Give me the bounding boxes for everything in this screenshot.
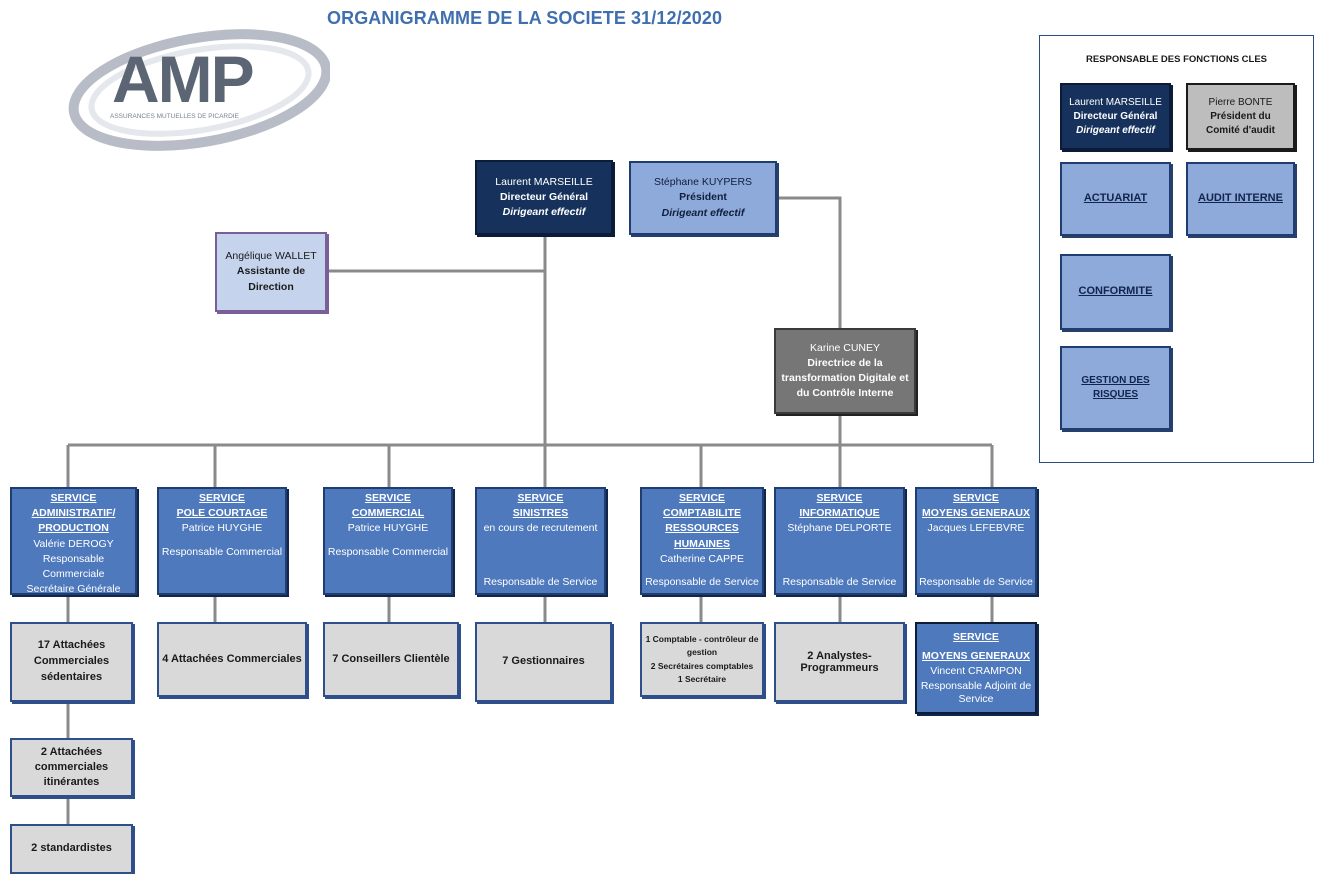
- service-role: Responsable de Service: [782, 575, 897, 588]
- president-box: Stéphane KUYPERS Président Dirigeant eff…: [629, 161, 777, 235]
- dg-role: Directeur Général: [499, 190, 589, 203]
- service-title: SERVICE: [816, 492, 863, 504]
- service-title: SERVICE COMPTABILITE: [663, 492, 741, 520]
- kf-function-label: ACTUARIAT: [1083, 192, 1148, 205]
- team-informatique: 2 Analystes-Programmeurs: [774, 622, 905, 702]
- service-courtage-box: SERVICE POLE COURTAGE Patrice HUYGHE Res…: [157, 487, 287, 595]
- cuney-name: Karine CUNEY: [809, 341, 881, 354]
- service-compta-box: SERVICE COMPTABILITE RESSOURCES HUMAINES…: [640, 487, 764, 595]
- kf-function-label: GESTION DES RISQUES: [1081, 374, 1150, 401]
- service-manager: Catherine CAPPE: [659, 552, 745, 565]
- service-manager: Patrice HUYGHE: [347, 522, 429, 535]
- service-manager: Vincent CRAMPON: [930, 665, 1022, 678]
- kf-conformite-box: CONFORMITE: [1060, 254, 1171, 330]
- service-title: SERVICE: [953, 492, 999, 504]
- service-sinistres-box: SERVICE SINISTRES en cours de recrutemen…: [475, 487, 606, 595]
- service-manager: Patrice HUYGHE: [181, 522, 263, 535]
- service-title: INFORMATIQUE: [799, 507, 880, 520]
- team-admin-itinerantes: 2 Attachées commerciales itinérantes: [10, 738, 133, 797]
- service-moyens-generaux-box: SERVICE MOYENS GENERAUX Jacques LEFEBVRE…: [915, 487, 1037, 595]
- kf-dg-name: Laurent MARSEILLE: [1069, 96, 1162, 108]
- service-title: MOYENS GENERAUX: [922, 507, 1030, 520]
- team-label: 7 Gestionnaires: [502, 655, 585, 668]
- service-role: Responsable de Service: [483, 575, 598, 588]
- service-title: SERVICE: [517, 492, 564, 504]
- service-informatique-box: SERVICE INFORMATIQUE Stéphane DELPORTE R…: [774, 487, 905, 595]
- service-admin-box: SERVICE ADMINISTRATIF/ PRODUCTION Valéri…: [10, 487, 137, 595]
- assistant-role: Assistante de Direction: [236, 265, 306, 293]
- service-role: Responsable de Service: [645, 575, 759, 588]
- service-role: Responsable de Service: [919, 575, 1033, 588]
- service-title: PRODUCTION: [38, 522, 109, 535]
- kf-function-label: AUDIT INTERNE: [1198, 192, 1283, 205]
- team-label: 4 Attachées Commerciales: [162, 652, 302, 665]
- team-label: 17 Attachées Commerciales sédentaires: [33, 639, 110, 683]
- kf-function-label: CONFORMITE: [1078, 285, 1153, 298]
- service-commercial-box: SERVICE COMMERCIAL Patrice HUYGHE Respon…: [323, 487, 453, 595]
- kf-audit-head-box: Pierre BONTE Président du Comité d'audit: [1186, 83, 1295, 150]
- kf-dg-box: Laurent MARSEILLE Directeur Général Diri…: [1060, 83, 1171, 150]
- team-label: 1 Comptable - contrôleur de gestion: [645, 634, 759, 658]
- service-manager: Jacques LEFEBVRE: [927, 522, 1025, 535]
- kf-dg-role2: Dirigeant effectif: [1076, 124, 1155, 136]
- kf-gestion-risques-box: GESTION DES RISQUES: [1060, 346, 1171, 430]
- service-role: Responsable Commercial: [161, 545, 283, 558]
- president-name: Stéphane KUYPERS: [653, 176, 753, 189]
- service-title: COMMERCIAL: [351, 507, 425, 520]
- kf-dg-role: Directeur Général: [1073, 110, 1158, 122]
- service-title: POLE COURTAGE: [176, 507, 268, 520]
- service-manager: Stéphane DELPORTE: [787, 522, 892, 535]
- amp-logo: AMP ASSURANCES MUTUELLES DE PICARDIE: [60, 10, 332, 170]
- service-title: SINISTRES: [512, 507, 569, 520]
- service-title: SERVICE ADMINISTRATIF/: [31, 492, 116, 520]
- kf-audit-head-name: Pierre BONTE: [1208, 96, 1273, 108]
- team-label: 2 Analystes-Programmeurs: [800, 649, 879, 674]
- service-title: RESSOURCES HUMAINES: [665, 522, 739, 550]
- digital-director-box: Karine CUNEY Directrice de la transforma…: [774, 328, 916, 414]
- dg-name: Laurent MARSEILLE: [495, 175, 593, 188]
- assistant-box: Angélique WALLET Assistante de Direction: [215, 232, 327, 312]
- service-title: SERVICE: [365, 492, 411, 504]
- logo-text: AMP: [112, 42, 253, 116]
- team-label: 2 standardistes: [31, 842, 112, 855]
- team-label: 7 Conseillers Clientèle: [332, 652, 450, 665]
- logo-tagline: ASSURANCES MUTUELLES DE PICARDIE: [110, 113, 240, 120]
- team-courtage: 4 Attachées Commerciales: [157, 622, 307, 697]
- team-label: 2 Secrétaires comptables: [650, 660, 754, 671]
- kf-audit-head-role: Président du Comité d'audit: [1205, 110, 1276, 136]
- director-general-box: Laurent MARSEILLE Directeur Général Diri…: [475, 160, 613, 235]
- service-manager: Valérie DEROGY: [33, 537, 114, 550]
- service-role: Responsable Commerciale: [42, 552, 105, 581]
- service-moyens-generaux-adjoint-box: SERVICE MOYENS GENERAUX Vincent CRAMPON …: [915, 622, 1037, 714]
- team-sinistres: 7 Gestionnaires: [475, 622, 612, 702]
- president-role: Président: [679, 191, 727, 204]
- service-role: Secrétaire Générale: [26, 583, 121, 596]
- service-manager: en cours de recrutement: [483, 522, 598, 535]
- kf-actuariat-box: ACTUARIAT: [1060, 162, 1171, 236]
- president-role2: Dirigeant effectif: [661, 206, 745, 219]
- service-title: SERVICE: [199, 492, 245, 504]
- team-admin-sedentaires: 17 Attachées Commerciales sédentaires: [10, 622, 133, 702]
- service-role: Responsable Commercial: [327, 545, 449, 558]
- service-role: Responsable Adjoint de Service: [920, 679, 1032, 706]
- team-label: 2 Attachées commerciales itinérantes: [34, 746, 109, 788]
- page-title: ORGANIGRAMME DE LA SOCIETE 31/12/2020: [327, 8, 723, 28]
- team-compta: 1 Comptable - contrôleur de gestion 2 Se…: [640, 622, 764, 697]
- service-title: MOYENS GENERAUX: [922, 650, 1030, 663]
- dg-role2: Dirigeant effectif: [502, 206, 586, 219]
- cuney-role: Directrice de la transformation Digitale…: [781, 356, 909, 400]
- kf-audit-interne-box: AUDIT INTERNE: [1186, 162, 1295, 236]
- assistant-name: Angélique WALLET: [225, 250, 317, 263]
- team-commercial: 7 Conseillers Clientèle: [323, 622, 459, 697]
- team-admin-standardistes: 2 standardistes: [10, 824, 133, 874]
- team-label: 1 Secrétaire: [677, 673, 727, 684]
- key-functions-title: RESPONSABLE DES FONCTIONS CLES: [1085, 54, 1268, 65]
- service-title: SERVICE: [953, 631, 999, 643]
